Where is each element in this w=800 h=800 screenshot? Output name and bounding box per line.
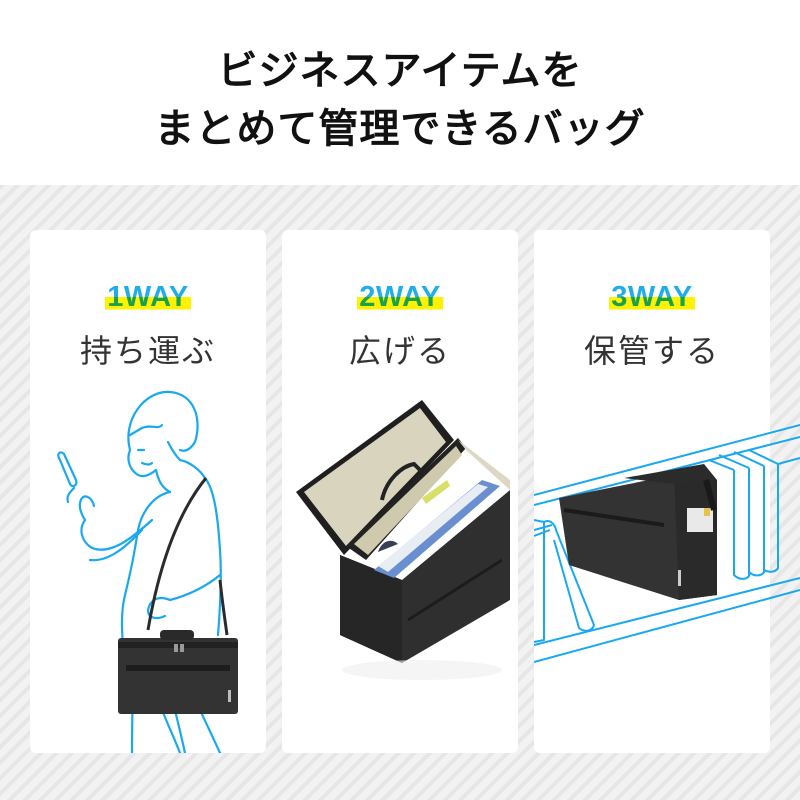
headline-line-2: まとめて管理できるバッグ: [154, 106, 646, 152]
feature-title: 広げる: [348, 332, 451, 370]
feature-title: 保管する: [583, 332, 720, 370]
feature-title: 持ち運ぶ: [79, 332, 216, 370]
feature-card-store: 3WAY 保管する: [534, 230, 770, 753]
way-badge: 3WAY: [609, 281, 695, 313]
headline-line-1: ビジネスアイテムを: [217, 48, 583, 94]
feature-card-carry: 1WAY 持ち運ぶ: [30, 230, 266, 753]
way-badge: 1WAY: [105, 281, 191, 313]
open-bag-photo: [296, 400, 510, 680]
feature-card-open: 2WAY 広げる: [282, 230, 518, 753]
bag-icon: [118, 630, 238, 714]
headline: ビジネスアイテムを まとめて管理できるバッグ: [0, 42, 800, 158]
way-badge: 2WAY: [357, 281, 443, 313]
man-carrying-bag-illustration: [57, 390, 238, 753]
